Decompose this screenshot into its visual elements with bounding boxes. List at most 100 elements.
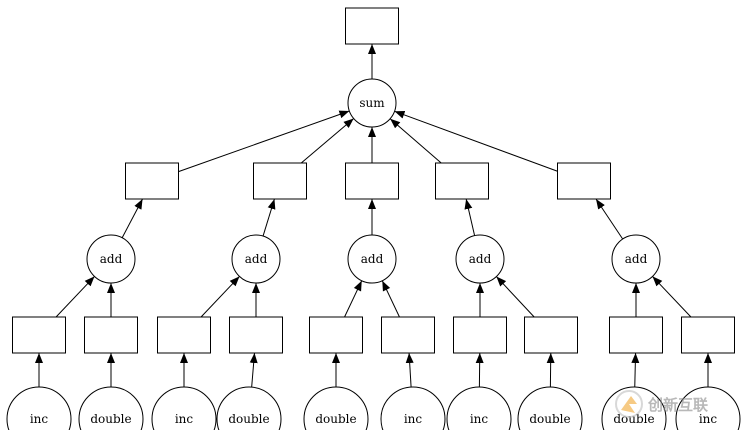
data-box-b1 — [125, 162, 179, 200]
edge-l3-to-add2 — [200, 276, 240, 318]
box-shape — [435, 162, 489, 200]
node-label: add — [245, 252, 268, 266]
edge-l6-to-add3 — [381, 280, 400, 318]
edge-l10-to-add5 — [652, 276, 692, 318]
task-node-f10: inc — [675, 386, 741, 430]
data-box-out — [345, 7, 399, 45]
data-box-l6 — [381, 316, 435, 354]
circle-shape — [347, 234, 397, 284]
box-shape — [557, 162, 611, 200]
node-label: add — [361, 252, 384, 266]
data-box-l9 — [609, 316, 663, 354]
box-shape — [524, 316, 578, 354]
edge-add2-to-b2 — [262, 198, 276, 237]
node-label: add — [100, 252, 123, 266]
circle-shape — [216, 386, 282, 430]
edge-f4-to-l4 — [249, 352, 258, 388]
circle-shape — [446, 386, 512, 430]
data-box-b2 — [253, 162, 307, 200]
edge-b2-to-sum — [300, 118, 355, 164]
node-label: add — [625, 252, 648, 266]
node-label: sum — [359, 96, 385, 110]
circle-shape — [380, 386, 446, 430]
edge-f6-to-l6 — [405, 352, 414, 388]
brand-logo-icon — [615, 390, 643, 418]
edge-b4-to-sum — [389, 118, 442, 164]
node-label: inc — [699, 412, 718, 426]
data-box-b4 — [435, 162, 489, 200]
edge-add1-to-b1 — [121, 198, 143, 238]
data-box-b3 — [345, 162, 399, 200]
node-label: inc — [404, 412, 423, 426]
circle-shape — [611, 234, 661, 284]
node-label: double — [228, 412, 269, 426]
node-label: double — [90, 412, 131, 426]
circle-shape — [303, 386, 369, 430]
node-label: inc — [175, 412, 194, 426]
circle-shape — [675, 386, 741, 430]
node-label: add — [469, 252, 492, 266]
circle-shape — [151, 386, 217, 430]
box-shape — [345, 7, 399, 45]
data-box-l4 — [229, 316, 283, 354]
box-shape — [157, 316, 211, 354]
task-node-add4: add — [455, 234, 505, 284]
task-node-add3: add — [347, 234, 397, 284]
task-node-sum: sum — [347, 78, 397, 128]
task-node-add1: add — [86, 234, 136, 284]
edges-layer — [35, 44, 712, 388]
box-shape — [681, 316, 735, 354]
task-node-add2: add — [231, 234, 281, 284]
circle-shape — [86, 234, 136, 284]
edge-add4-to-b4 — [464, 198, 476, 236]
edge-b1-to-sum — [178, 110, 350, 173]
edge-l8-to-add4 — [496, 276, 535, 318]
edge-l5-to-add3 — [344, 280, 363, 318]
edge-l1-to-add1 — [55, 276, 95, 318]
task-node-add5: add — [611, 234, 661, 284]
task-node-f1: inc — [6, 386, 72, 430]
nodes-layer: sum add add add add add inc double inc double doub… — [6, 7, 741, 430]
box-shape — [229, 316, 283, 354]
data-box-l10 — [681, 316, 735, 354]
data-box-l5 — [309, 316, 363, 354]
data-box-l7 — [453, 316, 507, 354]
node-label: inc — [30, 412, 49, 426]
circle-shape — [455, 234, 505, 284]
task-node-f8: double — [517, 386, 583, 430]
box-shape — [12, 316, 66, 354]
circle-shape — [347, 78, 397, 128]
circle-shape — [517, 386, 583, 430]
node-label: double — [315, 412, 356, 426]
data-box-l1 — [12, 316, 66, 354]
box-shape — [609, 316, 663, 354]
watermark: 创新互联 — [615, 390, 709, 418]
node-label: inc — [470, 412, 489, 426]
data-box-l3 — [157, 316, 211, 354]
node-label: double — [529, 412, 570, 426]
box-shape — [125, 162, 179, 200]
edge-b5-to-sum — [394, 110, 558, 172]
edge-f9-to-l9 — [631, 352, 640, 388]
box-shape — [309, 316, 363, 354]
data-box-l8 — [524, 316, 578, 354]
circle-shape — [78, 386, 144, 430]
task-node-f5: double — [303, 386, 369, 430]
watermark-text: 创新互联 — [647, 396, 709, 414]
circle-shape — [6, 386, 72, 430]
box-shape — [453, 316, 507, 354]
box-shape — [84, 316, 138, 354]
task-node-f2: double — [78, 386, 144, 430]
box-shape — [253, 162, 307, 200]
task-node-f7: inc — [446, 386, 512, 430]
task-node-f3: inc — [151, 386, 217, 430]
task-node-f4: double — [216, 386, 282, 430]
circle-shape — [231, 234, 281, 284]
box-shape — [345, 162, 399, 200]
task-node-f6: inc — [380, 386, 446, 430]
box-shape — [381, 316, 435, 354]
data-box-b5 — [557, 162, 611, 200]
data-box-l2 — [84, 316, 138, 354]
edge-add5-to-b5 — [595, 198, 624, 240]
